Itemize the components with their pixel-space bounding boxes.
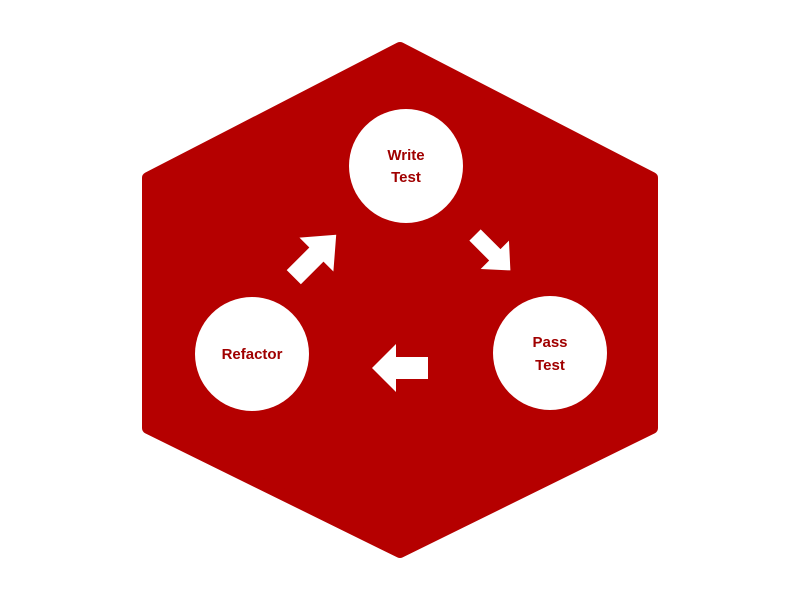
node-label-line1: Write [387,147,424,164]
node-label-line2: Test [391,169,421,186]
arrow-left-icon [372,344,428,392]
node-label-line2: Test [535,357,565,374]
arrow-refactor-to-write [286,234,337,285]
node-circle [195,297,309,411]
node-refactor: Refactor [195,297,309,411]
arrow-pass-to-refactor [372,344,428,392]
node-circle [349,109,463,223]
node-label-line1: Pass [532,334,567,351]
node-label: Refactor [222,346,283,363]
node-circle [493,296,607,410]
arrow-write-to-pass [469,229,511,271]
arrow-down-right-icon [469,229,511,271]
node-pass-test: Pass Test [493,296,607,410]
hexagon-background [142,42,658,558]
arrow-up-right-icon [286,234,337,285]
node-write-test: Write Test [349,109,463,223]
